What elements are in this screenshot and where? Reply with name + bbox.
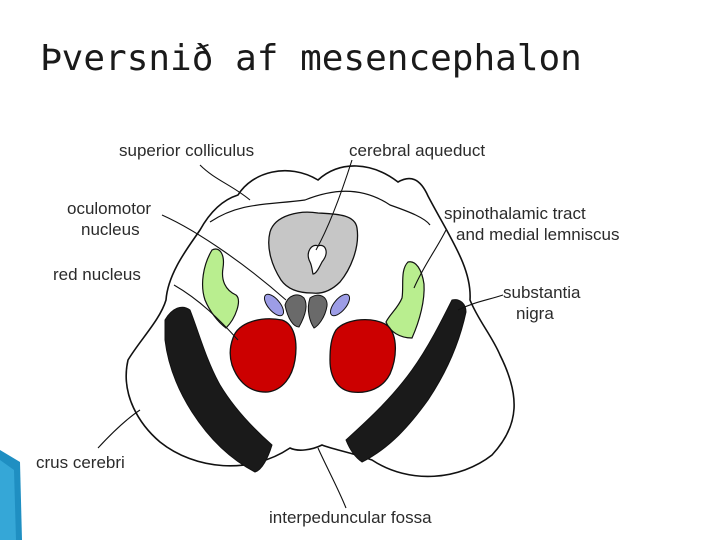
leader-crus-cerebri xyxy=(97,409,141,449)
label-interpeduncular-fossa: interpeduncular fossa xyxy=(269,508,432,527)
oculomotor-nucleus-right xyxy=(307,294,328,329)
leader-substantia-nigra xyxy=(457,294,504,311)
label-crus-cerebri: crus cerebri xyxy=(36,453,125,472)
slide-title: Þversnið af mesencephalon xyxy=(40,38,582,79)
label-substantia-nigra: substantia nigra xyxy=(503,283,581,323)
cerebral-aqueduct-shape xyxy=(307,244,327,275)
substantia-nigra-right xyxy=(345,299,467,463)
spinothalamic-tract-left xyxy=(202,248,239,329)
leader-cerebral-aqueduct xyxy=(315,159,353,251)
leader-interpeduncular-fossa xyxy=(317,447,347,509)
leader-red-nucleus xyxy=(173,284,239,341)
leader-oculomotor-nucleus xyxy=(161,214,287,301)
label-oculomotor-nucleus: oculomotor nucleus xyxy=(67,199,152,239)
substantia-nigra-left xyxy=(164,306,273,473)
red-nucleus-left xyxy=(229,318,297,393)
oculomotor-accessory-right xyxy=(329,293,351,317)
label-red-nucleus: red nucleus xyxy=(53,265,141,284)
label-cerebral-aqueduct: cerebral aqueduct xyxy=(349,141,486,160)
leader-lines xyxy=(97,159,504,509)
tectum-contour xyxy=(209,190,431,226)
slide-corner-decoration xyxy=(0,450,22,540)
spinothalamic-tract-right xyxy=(385,261,425,339)
leader-superior-colliculus xyxy=(199,164,251,201)
leader-spinothalamic xyxy=(413,229,447,289)
red-nucleus-right xyxy=(329,319,397,394)
label-spinothalamic-tract: spinothalamic tract and medial lemniscus xyxy=(444,204,620,244)
oculomotor-accessory-left xyxy=(263,293,285,317)
label-superior-colliculus: superior colliculus xyxy=(119,141,255,160)
oculomotor-nucleus-left xyxy=(284,294,307,328)
